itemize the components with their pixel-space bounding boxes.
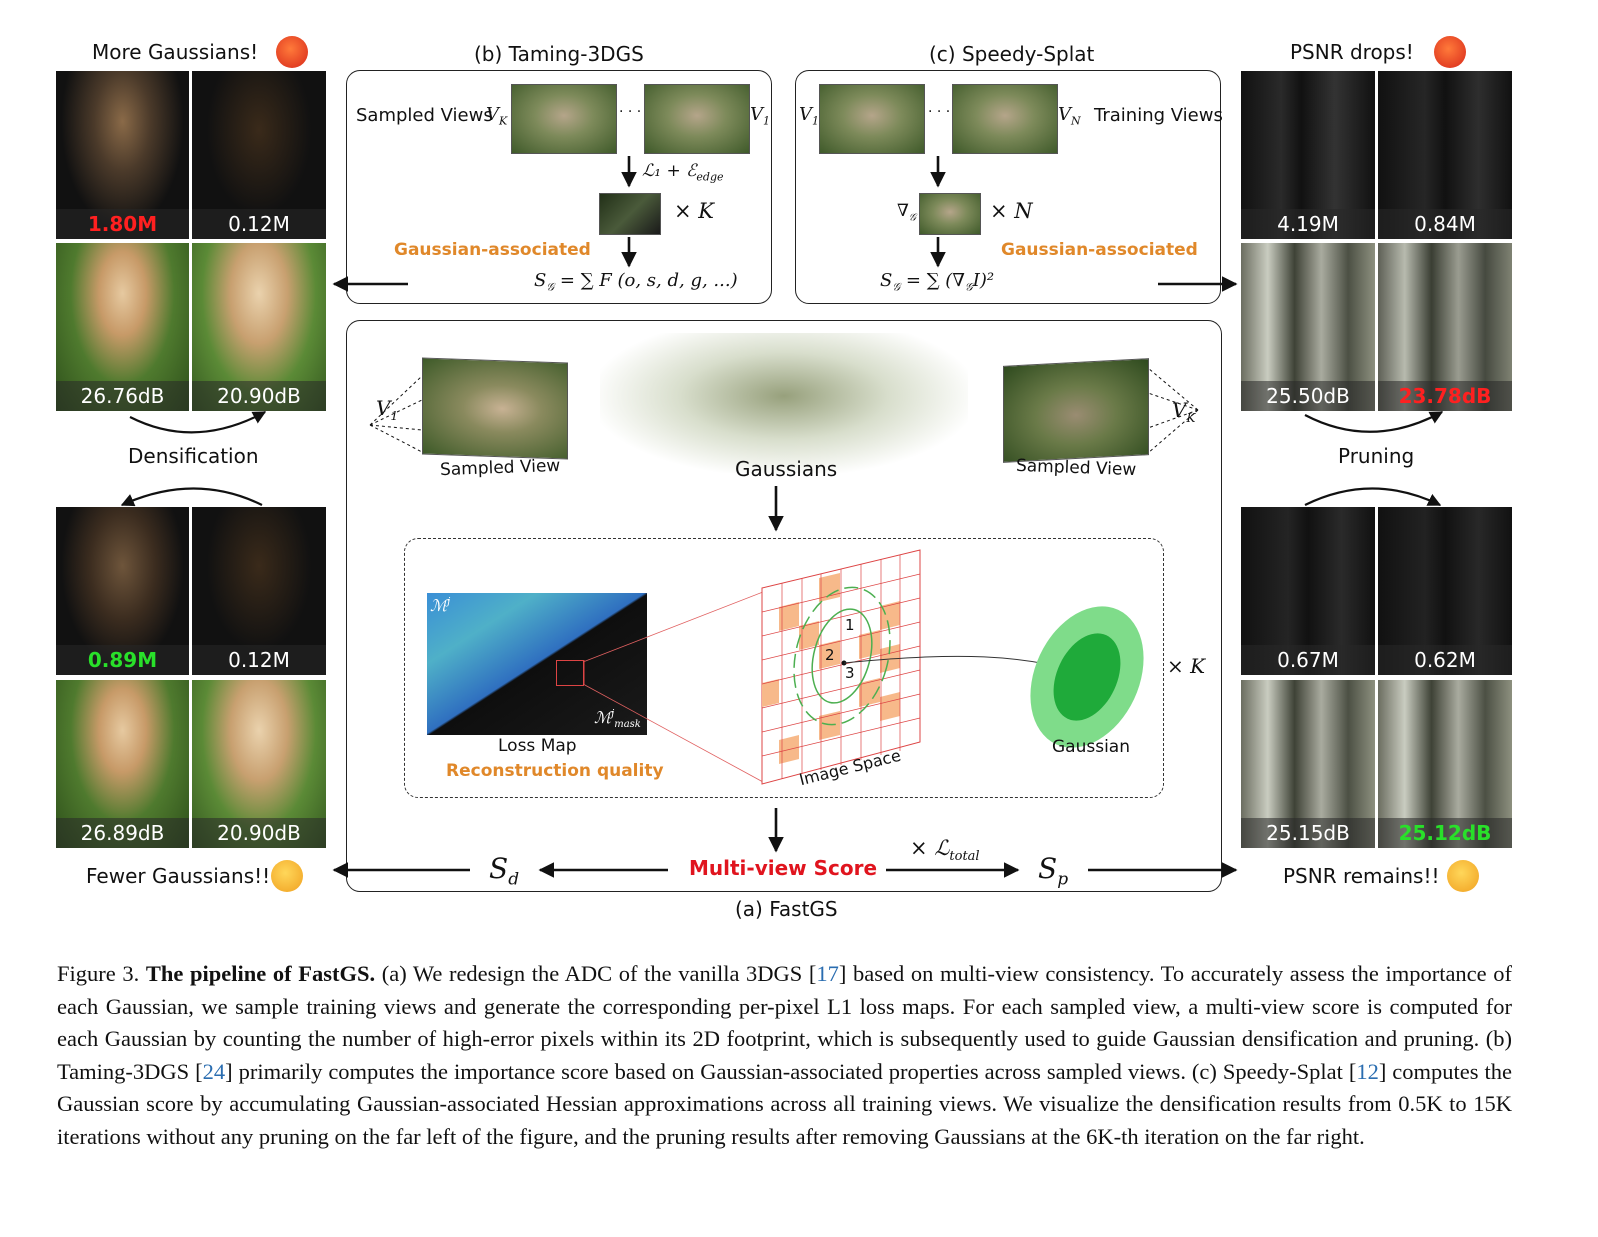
right-image-door-render-pruned-2: 25.12dB (1378, 680, 1512, 848)
right-image-door-pruned: 0.84M (1378, 71, 1512, 239)
times-k-label: × K (1167, 654, 1206, 678)
training-view-thumbnail (952, 84, 1058, 154)
v1-label: V1 (376, 396, 399, 423)
citation-link[interactable]: 12 (1356, 1058, 1379, 1084)
angry-face-icon (276, 36, 308, 68)
loss-map-image (427, 593, 647, 735)
angry-face-icon (1434, 36, 1466, 68)
pruning-label: Pruning (1338, 444, 1415, 468)
times-k: × K (674, 199, 714, 223)
figure-number: Figure 3. (57, 961, 140, 986)
gaussian-count-label: 1.80M (56, 209, 189, 239)
v-k-label: VK (486, 104, 508, 128)
v-1-label: V1 (750, 104, 770, 128)
psnr-label: 20.90dB (192, 381, 326, 411)
psnr-label: 25.50dB (1241, 381, 1375, 411)
hugging-face-icon (271, 860, 303, 892)
multi-view-score-label: Multi-view Score (689, 856, 878, 880)
psnr-label: 26.89dB (56, 818, 189, 848)
gaussian-associated-label: Gaussian-associated (1001, 240, 1198, 260)
cell-label-3: 3 (845, 664, 855, 682)
gaussian-count-label: 0.84M (1378, 209, 1512, 239)
times-n: × N (990, 199, 1033, 223)
gaussian-label: Gaussian (1052, 737, 1130, 757)
edge-map-thumbnail (599, 193, 661, 235)
right-image-door-render-pruned: 23.78dB (1378, 243, 1512, 411)
sampled-view-thumbnail (644, 84, 750, 154)
gradient-symbol: ∇𝒢 (897, 201, 916, 224)
panel-a-title: (a) FastGS (735, 897, 838, 921)
panel-c-title: (c) Speedy-Splat (929, 42, 1095, 66)
m-mask-label: ℳjmask (594, 708, 641, 731)
left-image-flower-fastgs: 0.89M (56, 507, 189, 675)
left-image-flower-dense: 1.80M (56, 71, 189, 239)
score-formula: S𝒢 = ∑ (∇𝒢I)² (880, 270, 995, 294)
psnr-label: 23.78dB (1378, 381, 1512, 411)
caption-text: ] computes the Gaussian score by accumul… (57, 1058, 1512, 1149)
figure-title: The pipeline of FastGS. (145, 961, 376, 986)
image-space-grid (582, 549, 1144, 785)
citation-link[interactable]: 24 (202, 1058, 226, 1084)
citation-link[interactable]: 17 (816, 961, 839, 986)
gaussians-point-cloud (600, 333, 968, 473)
ellipsis: · · · (928, 104, 951, 120)
hugging-face-icon (1447, 860, 1479, 892)
s-d-label: Sd (489, 852, 520, 890)
densification-label: Densification (128, 444, 259, 468)
sampled-views-label: Sampled Views (356, 105, 493, 126)
right-bottom-label: PSNR remains!! (1283, 864, 1440, 888)
left-image-flower-sparse: 0.12M (192, 71, 326, 239)
gaussian-count-label: 0.89M (56, 645, 189, 675)
flow-arrows (120, 156, 1444, 878)
figure-caption: Figure 3. The pipeline of FastGS. (a) We… (57, 958, 1512, 1153)
left-image-flower-render-blur-2: 20.90dB (192, 680, 326, 848)
right-top-label: PSNR drops! (1290, 40, 1414, 64)
score-computation-box (404, 538, 1164, 798)
score-formula: S𝒢 = ∑ F (o, s, d, g, ...) (534, 270, 738, 294)
cell-label-2: 2 (825, 646, 835, 664)
right-image-door-dense: 4.19M (1241, 71, 1375, 239)
v-n-label: VN (1058, 104, 1081, 128)
psnr-label: 26.76dB (56, 381, 189, 411)
sampled-view-thumbnail (511, 84, 617, 154)
caption-text: ] primarily computes the importance scor… (225, 1058, 1357, 1084)
v-1-label: V1 (799, 104, 819, 128)
right-image-door-render-2: 25.15dB (1241, 680, 1375, 848)
gaussian-count-label: 0.12M (192, 209, 326, 239)
vk-label: VK (1172, 398, 1196, 425)
ellipsis: · · · (619, 104, 642, 120)
gaussian-associated-label: Gaussian-associated (394, 240, 591, 260)
right-image-door-render: 25.50dB (1241, 243, 1375, 411)
training-view-thumbnail (819, 84, 925, 154)
caption-text: (a) We redesign the ADC of the vanilla 3… (381, 961, 817, 986)
gaussian-count-label: 0.12M (192, 645, 326, 675)
caption-text: ] based on multi-view consistency. To ac… (57, 961, 1513, 1084)
loss-map-label: Loss Map (498, 736, 577, 756)
reconstruction-quality-label: Reconstruction quality (446, 761, 664, 781)
psnr-label: 20.90dB (192, 818, 326, 848)
left-image-flower-render: 26.76dB (56, 243, 189, 411)
gaussian-count-label: 0.67M (1241, 645, 1375, 675)
left-image-flower-sparse-2: 0.12M (192, 507, 326, 675)
loss-formula: ℒ₁ + ℰedge (642, 161, 724, 184)
left-image-flower-render-2: 26.89dB (56, 680, 189, 848)
left-image-flower-render-blur: 20.90dB (192, 243, 326, 411)
right-image-door-fastgs-pruned: 0.62M (1378, 507, 1512, 675)
s-p-label: Sp (1038, 852, 1069, 890)
gaussian-count-label: 0.62M (1378, 645, 1512, 675)
gaussians-label: Gaussians (735, 457, 838, 481)
l-total-label: × ℒtotal (910, 836, 980, 865)
psnr-label: 25.12dB (1378, 818, 1512, 848)
right-image-door-fastgs: 0.67M (1241, 507, 1375, 675)
psnr-label: 25.15dB (1241, 818, 1375, 848)
training-views-label: Training Views (1094, 105, 1223, 126)
left-bottom-label: Fewer Gaussians!! (86, 864, 271, 888)
gaussian-count-label: 4.19M (1241, 209, 1375, 239)
m-j-label: ℳj (430, 596, 451, 615)
cell-label-1: 1 (845, 616, 855, 634)
gradient-map-thumbnail (919, 193, 981, 235)
panel-b-title: (b) Taming-3DGS (474, 42, 644, 66)
left-top-label: More Gaussians! (92, 40, 259, 64)
